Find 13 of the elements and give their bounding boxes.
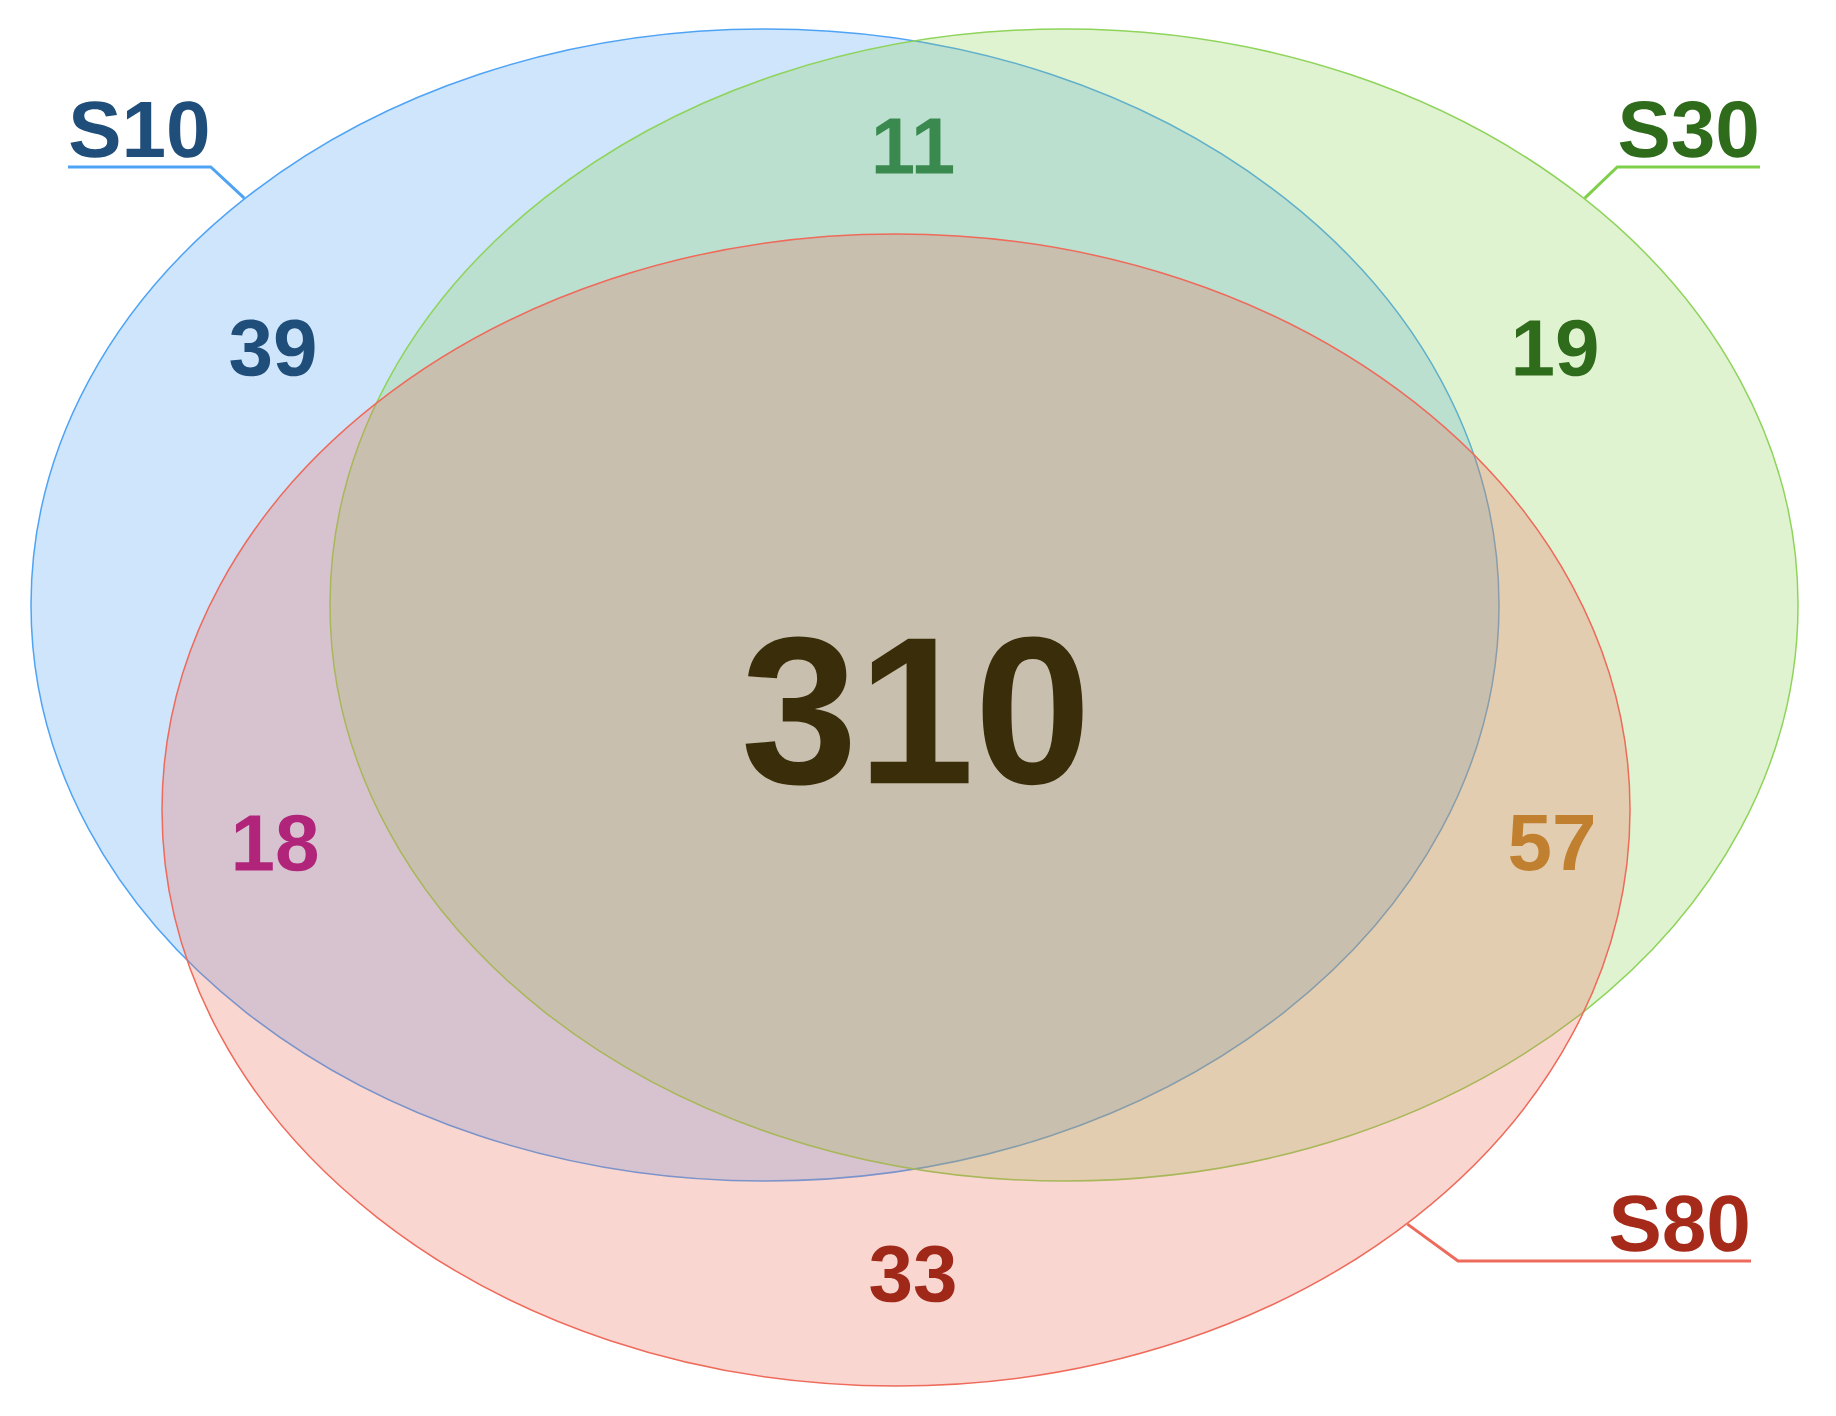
leader-line xyxy=(1406,1222,1751,1263)
region-count: 11 xyxy=(875,118,954,174)
leader-line xyxy=(68,165,246,200)
region-count: 57 xyxy=(1510,815,1593,871)
region-count: 33 xyxy=(870,1245,955,1303)
region-count: 19 xyxy=(1515,319,1597,377)
region-count: 18 xyxy=(235,814,317,872)
set-label: S80 xyxy=(1610,1195,1748,1252)
leader-line xyxy=(1583,165,1760,200)
region-count: 310 xyxy=(745,636,1083,786)
set-label: S10 xyxy=(70,101,208,158)
region-count: 39 xyxy=(230,319,315,377)
set-label: S30 xyxy=(1619,101,1757,158)
